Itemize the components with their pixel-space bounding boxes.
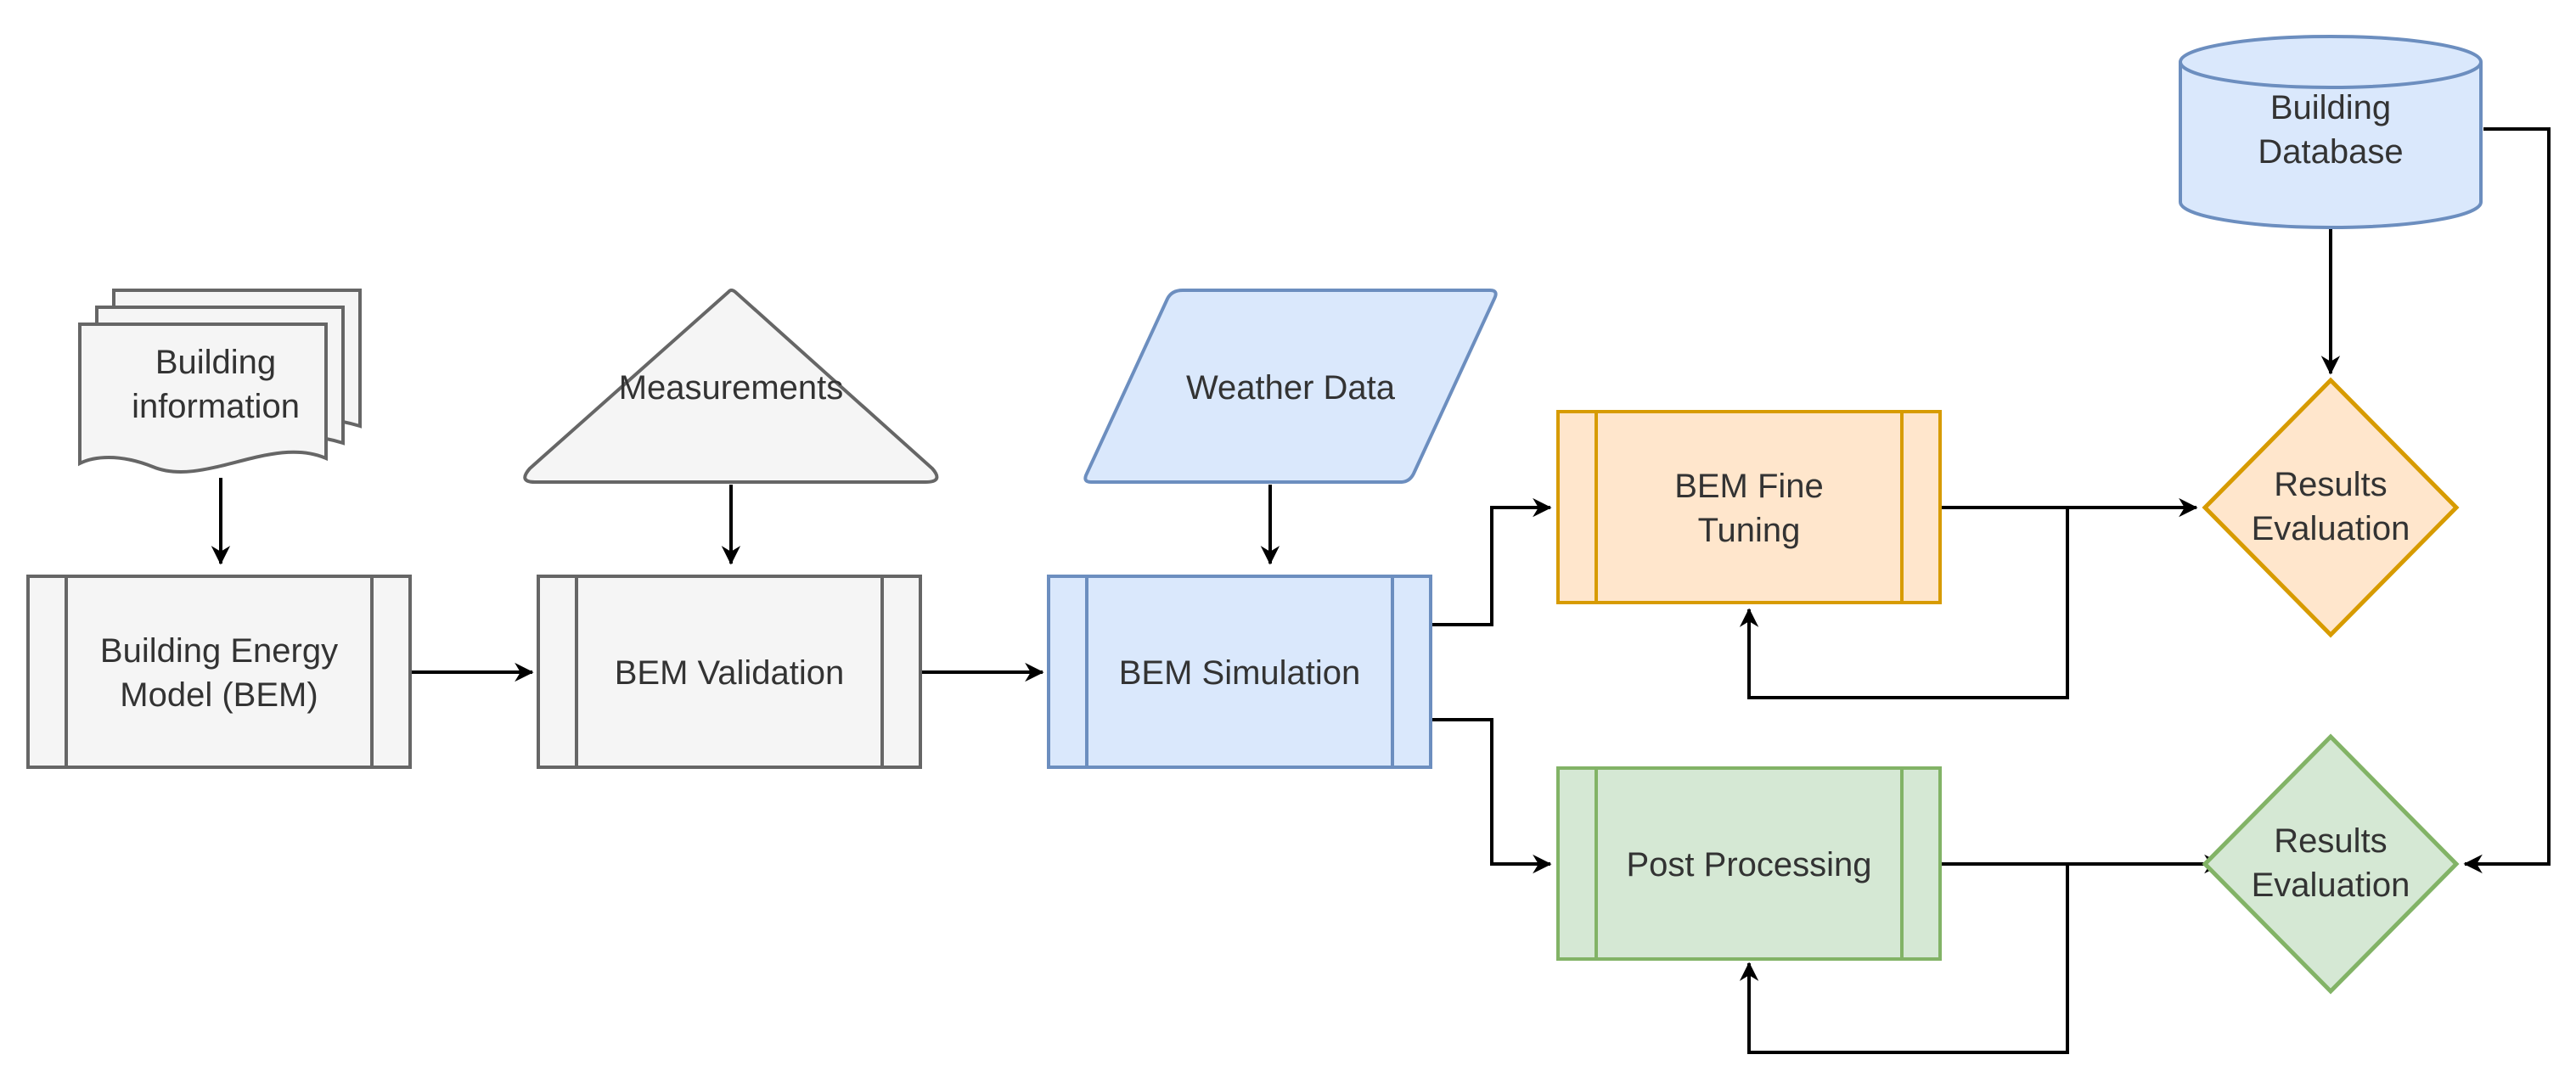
- post-processing-node: Post Processing: [1556, 766, 1942, 961]
- results-evaluation-bottom-node: Results Evaluation: [2202, 733, 2460, 995]
- edge-finetuning-feedback-loop: [1739, 508, 2069, 699]
- building-energy-model-label-line1: Building Energy: [100, 632, 338, 670]
- building-information-node: Building information: [78, 289, 362, 474]
- building-information-label-line2: information: [132, 388, 300, 425]
- building-energy-model-label-line2: Model (BEM): [120, 676, 318, 714]
- results-evaluation-top-node: Results Evaluation: [2202, 377, 2460, 638]
- bem-fine-tuning-label-line2: Tuning: [1698, 512, 1801, 549]
- bem-validation-label: BEM Validation: [615, 654, 845, 692]
- results-evaluation-top-label-line2: Evaluation: [2252, 510, 2410, 547]
- building-database-label-line1: Building: [2270, 89, 2391, 126]
- edge-postprocessing-feedback-loop: [1739, 864, 2069, 1054]
- building-database-node: Building Database: [2179, 35, 2483, 229]
- measurements-node: Measurements: [523, 289, 939, 484]
- weather-data-node: Weather Data: [1083, 289, 1498, 484]
- building-information-label-line1: Building: [155, 344, 276, 381]
- measurements-label: Measurements: [619, 369, 844, 407]
- edge-simulation-to-finetuning: [1431, 497, 1552, 626]
- edge-database-to-eval-bottom: [2463, 127, 2551, 874]
- bem-simulation-label: BEM Simulation: [1119, 654, 1361, 692]
- bem-fine-tuning-label-line1: BEM Fine: [1674, 468, 1824, 505]
- post-processing-label: Post Processing: [1626, 846, 1871, 883]
- results-evaluation-bottom-label-line1: Results: [2274, 822, 2387, 860]
- bem-fine-tuning-node: BEM Fine Tuning: [1556, 410, 1942, 604]
- weather-data-label: Weather Data: [1186, 369, 1396, 407]
- results-evaluation-top-label-line1: Results: [2274, 466, 2387, 503]
- bem-simulation-node: BEM Simulation: [1047, 575, 1432, 769]
- edges: [211, 127, 2551, 1054]
- building-energy-model-node: Building Energy Model (BEM): [26, 575, 412, 769]
- bem-validation-node: BEM Validation: [537, 575, 922, 769]
- results-evaluation-bottom-label-line2: Evaluation: [2252, 867, 2410, 904]
- building-database-label-line2: Database: [2258, 133, 2403, 171]
- edge-simulation-to-postprocessing: [1431, 718, 1552, 874]
